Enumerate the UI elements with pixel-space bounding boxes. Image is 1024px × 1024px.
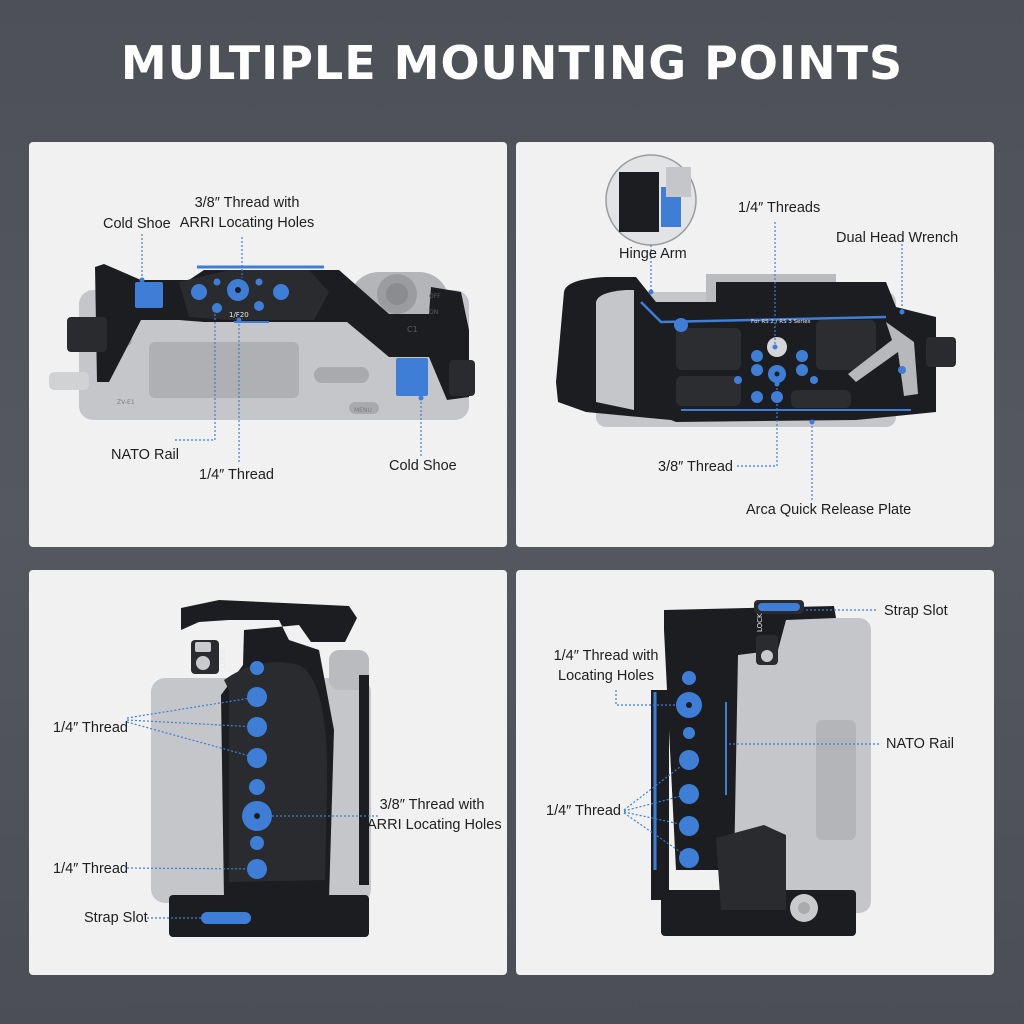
- label-arca-plate: Arca Quick Release Plate: [746, 502, 912, 518]
- label-locating-line1: 1/4″ Thread with: [553, 648, 659, 664]
- label-arri-line2: ARRI Locating Holes: [367, 817, 502, 833]
- engraving-menu: MENU: [354, 407, 372, 414]
- label-quarter-thread-top: 1/4″ Thread: [53, 720, 128, 736]
- panel-bottom-view: For RS 2 / RS 3 Series Hinge Arm 1/4″ Th…: [516, 142, 994, 547]
- cold-shoe-blue-right: [396, 358, 428, 396]
- label-hinge-arm: Hinge Arm: [619, 246, 687, 262]
- callout-lines: [650, 222, 903, 502]
- label-nato-rail: NATO Rail: [886, 736, 954, 752]
- side-thread-holes: [676, 671, 702, 868]
- label-quarter-thread: 1/4″ Thread: [199, 467, 274, 483]
- left-side-illustration: LOCK: [615, 600, 881, 936]
- hinge-arm-inset: [605, 154, 697, 246]
- label-strap-slot: Strap Slot: [84, 910, 148, 926]
- callout-lines: [141, 234, 422, 462]
- engraving-lock: LOCK: [756, 613, 764, 632]
- top-view-illustration: 1/F20 ZV-E1 MENU C1 OFF ON: [49, 234, 475, 462]
- label-nato-rail: NATO Rail: [111, 447, 179, 463]
- label-strap-slot: Strap Slot: [884, 603, 948, 619]
- engraving-c1: C1: [407, 325, 418, 334]
- engraving-cage-mark: 1/F20: [229, 311, 249, 319]
- cage-side-frame: [651, 600, 856, 936]
- label-cold-shoe-top: Cold Shoe: [103, 216, 171, 232]
- panel-grip-side-view: LOCK 1/4″ Thread 3/8″ Thread with ARRI L…: [29, 570, 507, 975]
- label-cold-shoe-bottom: Cold Shoe: [389, 458, 457, 474]
- callout-lines: [126, 696, 379, 919]
- callout-dots: [648, 289, 905, 425]
- grip-thread-holes: [242, 661, 272, 879]
- label-quarter-thread-bottom: 1/4″ Thread: [53, 861, 128, 877]
- engraving-plate-text: For RS 2 / RS 3 Series: [751, 319, 811, 325]
- cold-shoe-blue-left: [135, 282, 163, 308]
- label-quarter-threads: 1/4″ Threads: [738, 200, 821, 216]
- bottom-view-illustration: For RS 2 / RS 3 Series: [556, 154, 956, 502]
- callout-dots: [139, 277, 424, 401]
- panel-top-view: 1/F20 ZV-E1 MENU C1 OFF ON Cold Shoe 3/8…: [29, 142, 507, 547]
- engraving-off: OFF: [429, 293, 441, 300]
- grip-side-illustration: LOCK: [126, 600, 379, 937]
- label-locating-line2: Locating Holes: [558, 668, 654, 684]
- label-three-eighth-thread: 3/8″ Thread: [658, 459, 733, 475]
- cage-bottom-frame: [556, 277, 956, 422]
- label-quarter-thread: 1/4″ Thread: [546, 803, 621, 819]
- page-title: MULTIPLE MOUNTING POINTS: [120, 36, 904, 90]
- engraving-lock: LOCK: [219, 649, 227, 668]
- label-arri-line1: 3/8″ Thread with: [379, 797, 485, 813]
- label-thread-arri-line2: ARRI Locating Holes: [179, 215, 315, 231]
- callout-lines: [615, 609, 881, 859]
- label-dual-head-wrench: Dual Head Wrench: [836, 230, 959, 246]
- label-thread-arri-line1: 3/8″ Thread with: [194, 195, 300, 211]
- panel-left-side-view: LOCK Strap Slot 1/4″ Thread with Locatin…: [516, 570, 994, 975]
- thread-holes-top: [191, 278, 289, 313]
- thread-holes-bottom: [674, 318, 906, 403]
- engraving-on: ON: [429, 309, 438, 316]
- engraving-camera-model: ZV-E1: [117, 399, 135, 406]
